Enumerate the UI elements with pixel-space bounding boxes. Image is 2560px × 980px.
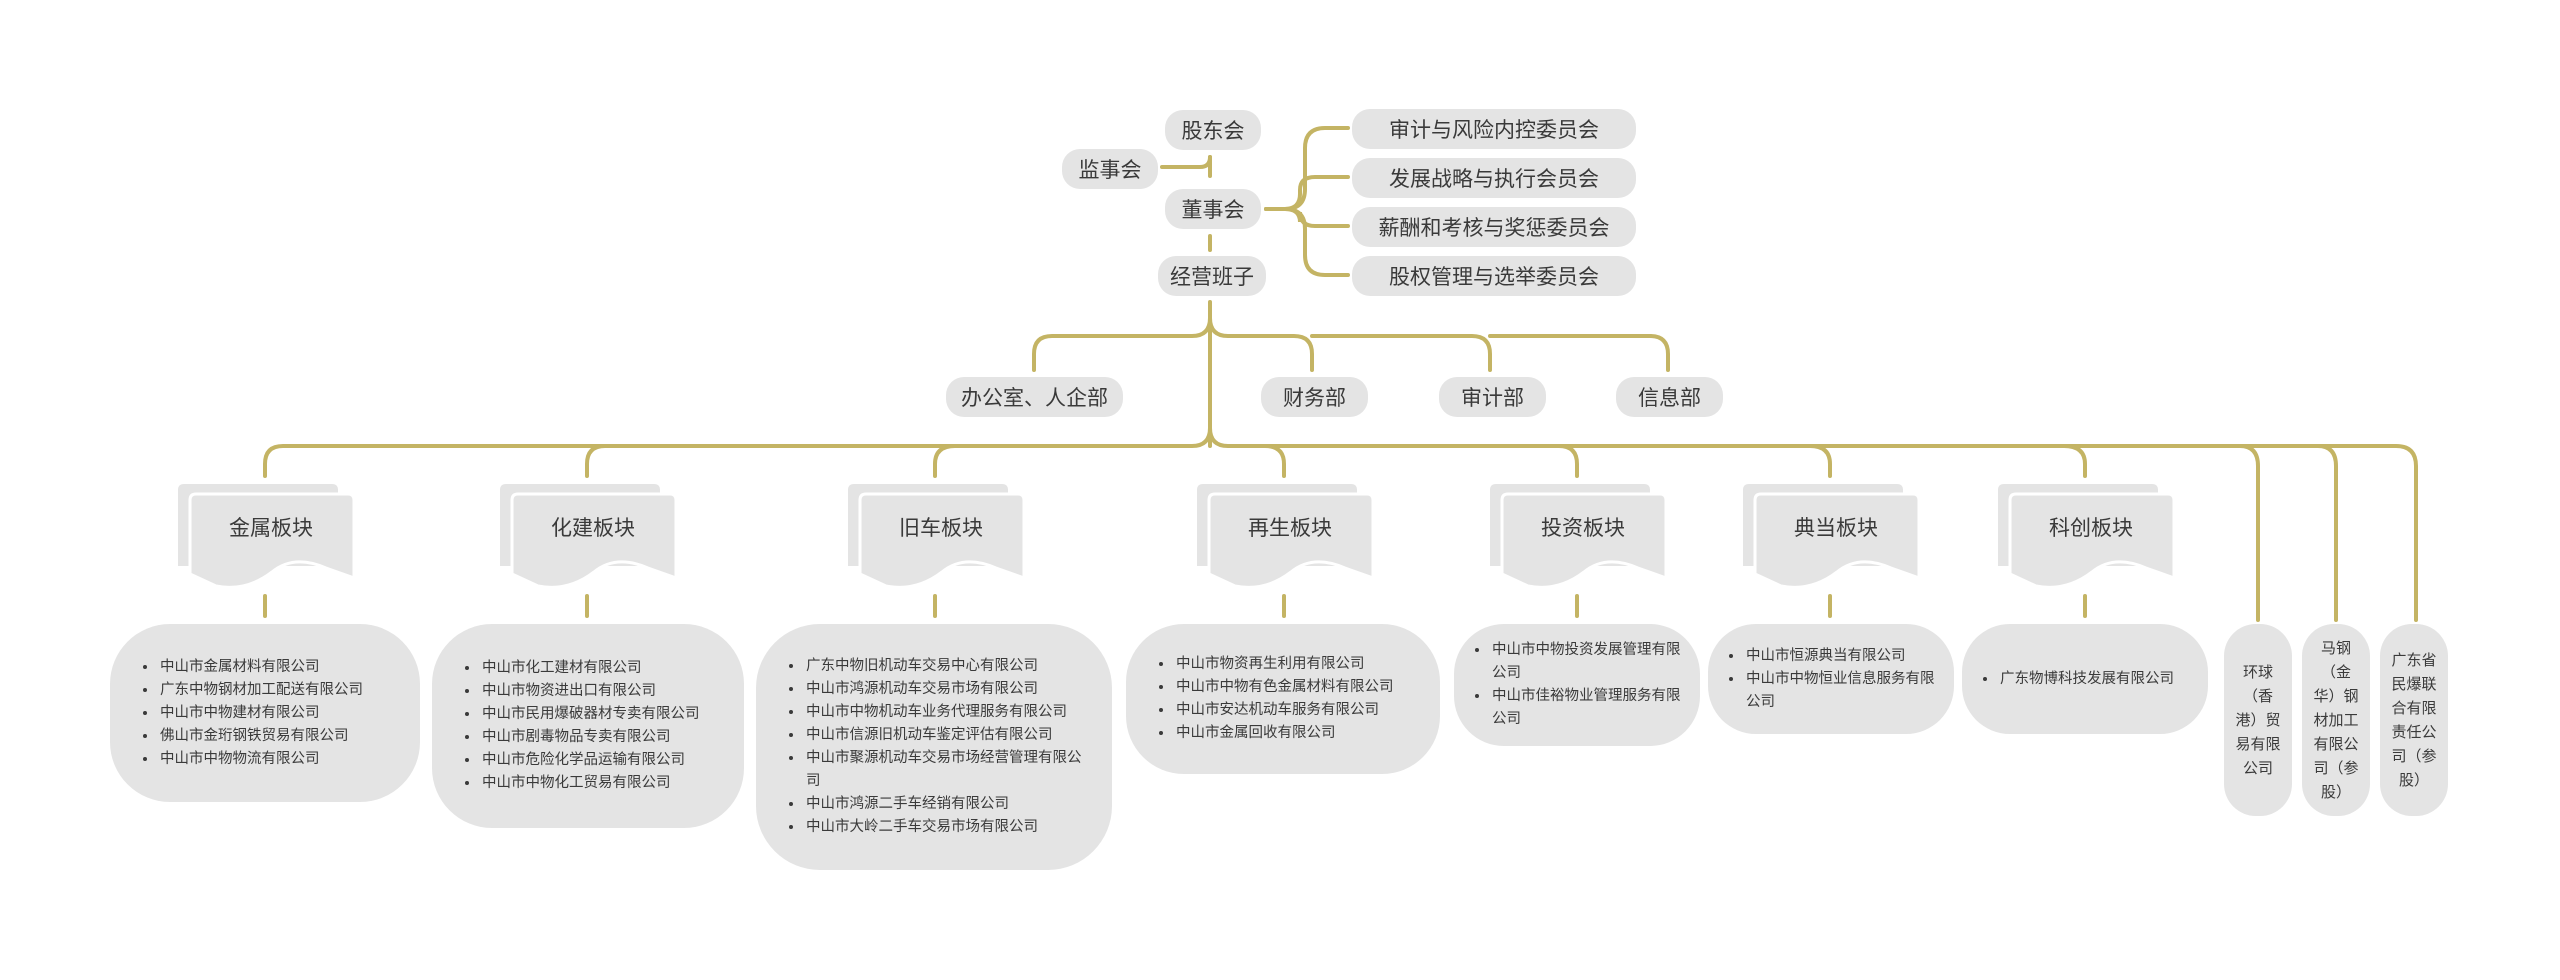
sector-label: 金属板块: [229, 516, 313, 540]
company-list: 中山市化工建材有限公司中山市物资进出口有限公司中山市民用爆破器材专卖有限公司中山…: [432, 657, 700, 795]
document-stack-icon: [1743, 484, 1919, 589]
company-list-metal: 中山市金属材料有限公司广东中物钢材加工配送有限公司中山市中物建材有限公司佛山市金…: [110, 624, 420, 802]
company-item[interactable]: 中山市剧毒物品专卖有限公司: [480, 726, 700, 749]
company-item[interactable]: 中山市中物机动车业务代理服务有限公司: [804, 701, 1088, 724]
company-item[interactable]: 中山市恒源典当有限公司: [1744, 645, 1940, 668]
document-stack-icon: [178, 484, 354, 589]
company-item[interactable]: 中山市鸿源二手车经销有限公司: [804, 793, 1088, 816]
company-list: 中山市物资再生利用有限公司中山市中物有色金属材料有限公司中山市安达机动车服务有限…: [1126, 653, 1394, 745]
node-dept-office-hr[interactable]: 办公室、人企部: [946, 377, 1123, 417]
company-list-recycling: 中山市物资再生利用有限公司中山市中物有色金属材料有限公司中山市安达机动车服务有限…: [1126, 624, 1440, 774]
affiliate-huanqiu-hk[interactable]: 环球（香港）贸易有限公司: [2224, 624, 2292, 816]
company-list-pawn: 中山市恒源典当有限公司中山市中物恒业信息服务有限公司: [1708, 624, 1954, 734]
connector-committee-4: [1264, 207, 1350, 277]
company-item[interactable]: 中山市中物投资发展管理有限公司: [1490, 639, 1686, 685]
company-item[interactable]: 中山市佳裕物业管理服务有限公司: [1490, 685, 1686, 731]
node-dept-finance[interactable]: 财务部: [1261, 377, 1368, 417]
node-committee-strategy[interactable]: 发展战略与执行会员会: [1352, 158, 1636, 198]
document-stack-icon: [1490, 484, 1666, 589]
sector-label: 科创板块: [2049, 516, 2133, 540]
company-item[interactable]: 中山市中物建材有限公司: [158, 702, 363, 725]
company-item[interactable]: 中山市金属材料有限公司: [158, 656, 363, 679]
company-item[interactable]: 中山市中物有色金属材料有限公司: [1174, 676, 1394, 699]
company-list: 广东物博科技发展有限公司: [1962, 668, 2174, 691]
sector-block-metal[interactable]: 金属板块: [176, 482, 354, 600]
node-committee-audit-risk[interactable]: 审计与风险内控委员会: [1352, 109, 1636, 149]
node-dept-info[interactable]: 信息部: [1616, 377, 1723, 417]
document-stack-icon: [848, 484, 1024, 589]
company-item[interactable]: 中山市化工建材有限公司: [480, 657, 700, 680]
document-stack-icon: [1197, 484, 1373, 589]
sector-block-tech[interactable]: 科创板块: [1996, 482, 2174, 600]
company-item[interactable]: 中山市中物恒业信息服务有限公司: [1744, 668, 1940, 714]
document-stack-icon: [1998, 484, 2174, 589]
company-item[interactable]: 中山市安达机动车服务有限公司: [1174, 699, 1394, 722]
company-item[interactable]: 中山市民用爆破器材专卖有限公司: [480, 703, 700, 726]
sector-block-recycling[interactable]: 再生板块: [1195, 482, 1373, 600]
connector-committee-1: [1264, 126, 1350, 211]
company-item[interactable]: 中山市中物物流有限公司: [158, 748, 363, 771]
sector-label: 再生板块: [1248, 516, 1332, 540]
company-item[interactable]: 中山市鸿源机动车交易市场有限公司: [804, 678, 1088, 701]
company-list-chemical: 中山市化工建材有限公司中山市物资进出口有限公司中山市民用爆破器材专卖有限公司中山…: [432, 624, 744, 828]
sector-block-pawn[interactable]: 典当板块: [1741, 482, 1919, 600]
affiliate-guangdong-minbao[interactable]: 广东省民爆联合有限责任公司（参股）: [2380, 624, 2448, 816]
node-supervisors[interactable]: 监事会: [1062, 149, 1158, 189]
company-item[interactable]: 中山市危险化学品运输有限公司: [480, 749, 700, 772]
connector-sector-bus: [263, 426, 1212, 478]
node-committee-compensation[interactable]: 薪酬和考核与奖惩委员会: [1352, 207, 1636, 247]
node-board[interactable]: 董事会: [1165, 189, 1261, 229]
company-list-used-car: 广东中物旧机动车交易中心有限公司中山市鸿源机动车交易市场有限公司中山市中物机动车…: [756, 624, 1112, 870]
company-list: 中山市中物投资发展管理有限公司中山市佳裕物业管理服务有限公司: [1454, 639, 1700, 731]
company-item[interactable]: 中山市物资进出口有限公司: [480, 680, 700, 703]
connector-committee-3: [1264, 207, 1350, 228]
node-committee-equity[interactable]: 股权管理与选举委员会: [1352, 256, 1636, 296]
sector-block-used-car[interactable]: 旧车板块: [846, 482, 1024, 600]
company-item[interactable]: 中山市中物化工贸易有限公司: [480, 772, 700, 795]
connector-supervisors: [1160, 155, 1212, 169]
affiliate-masteel-jinhua[interactable]: 马钢（金华）钢材加工有限公司（参股）: [2302, 624, 2370, 816]
sector-block-investment[interactable]: 投资板块: [1488, 482, 1666, 600]
sector-label: 旧车板块: [899, 516, 983, 540]
company-item[interactable]: 中山市大岭二手车交易市场有限公司: [804, 816, 1088, 839]
company-item[interactable]: 中山市信源旧机动车鉴定评估有限公司: [804, 724, 1088, 747]
node-dept-audit[interactable]: 审计部: [1439, 377, 1546, 417]
sector-label: 投资板块: [1541, 516, 1625, 540]
company-item[interactable]: 中山市金属回收有限公司: [1174, 722, 1394, 745]
document-stack-icon: [500, 484, 676, 589]
node-management[interactable]: 经营班子: [1158, 256, 1266, 296]
company-item[interactable]: 广东中物钢材加工配送有限公司: [158, 679, 363, 702]
company-list: 广东中物旧机动车交易中心有限公司中山市鸿源机动车交易市场有限公司中山市中物机动车…: [756, 655, 1112, 839]
sector-block-chemical[interactable]: 化建板块: [498, 482, 676, 600]
sector-label: 化建板块: [551, 516, 635, 540]
sector-label: 典当板块: [1794, 516, 1878, 540]
company-list: 中山市金属材料有限公司广东中物钢材加工配送有限公司中山市中物建材有限公司佛山市金…: [110, 656, 363, 771]
company-item[interactable]: 广东物博科技发展有限公司: [1998, 668, 2174, 691]
company-list: 中山市恒源典当有限公司中山市中物恒业信息服务有限公司: [1708, 645, 1954, 714]
company-item[interactable]: 广东中物旧机动车交易中心有限公司: [804, 655, 1088, 678]
company-list-tech: 广东物博科技发展有限公司: [1962, 624, 2208, 734]
company-item[interactable]: 中山市聚源机动车交易市场经营管理有限公司: [804, 747, 1088, 793]
company-item[interactable]: 佛山市金珩钢铁贸易有限公司: [158, 725, 363, 748]
node-shareholders[interactable]: 股东会: [1165, 110, 1261, 150]
company-list-investment: 中山市中物投资发展管理有限公司中山市佳裕物业管理服务有限公司: [1454, 624, 1700, 746]
company-item[interactable]: 中山市物资再生利用有限公司: [1174, 653, 1394, 676]
connector-dept-bus: [1032, 316, 1212, 372]
